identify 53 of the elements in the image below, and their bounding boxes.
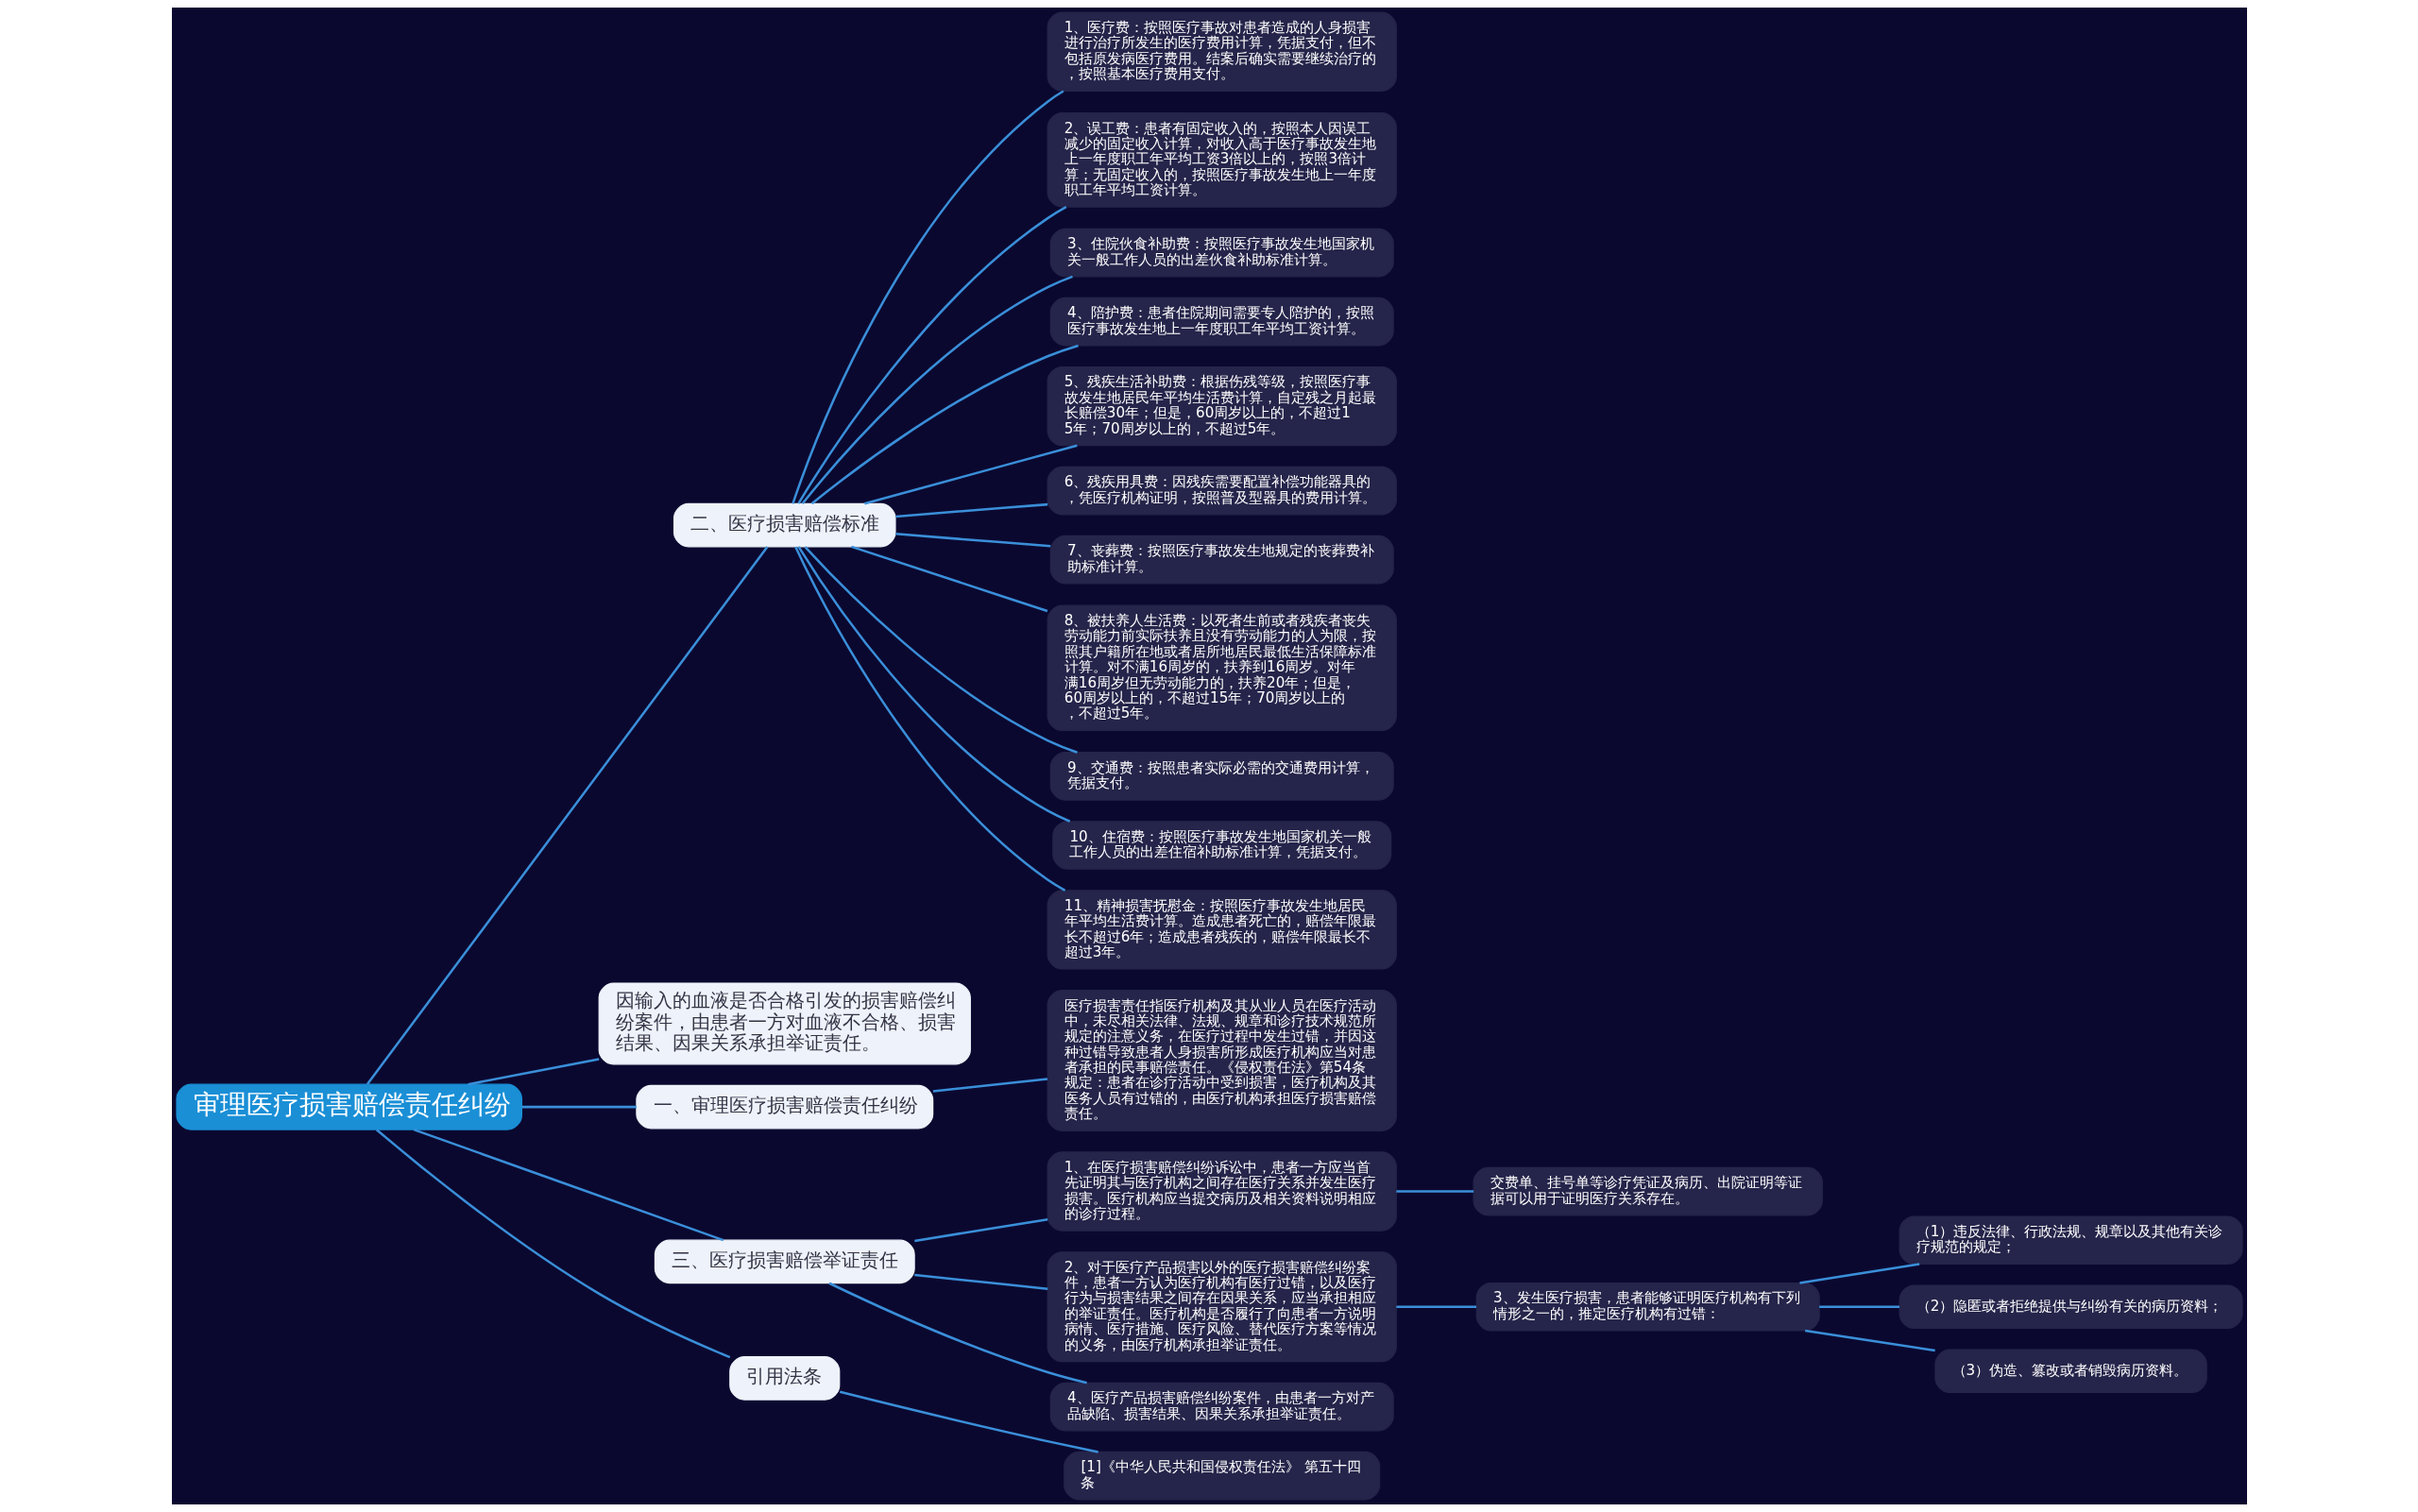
connector	[793, 546, 1065, 892]
node-box: 二、医疗损害赔偿标准	[673, 502, 896, 548]
connector	[932, 1078, 1047, 1093]
connector	[1395, 1305, 1476, 1308]
node-box: 6、残疾用具费：因残疾需要配置补偿功能器具的，凭医疗机构证明，按照普及型器具的费用计算。	[1047, 466, 1397, 516]
node-box: 3、住院伙食补助费：按照医疗事故发生地国家机关一般工作人员的出差伙食补助标准计算。	[1049, 228, 1394, 278]
connector	[1818, 1305, 1899, 1308]
node-box: 因输入的血液是否合格引发的损害赔偿纠纷案件，由患者一方对血液不合格、损害结果、因果关系承担举证责任。	[598, 982, 971, 1065]
node-box: 3、发生医疗损害，患者能够证明医疗机构有下列情形之一的，推定医疗机构有过错：	[1475, 1282, 1820, 1332]
node-box: 4、医疗产品损害赔偿纠纷案件，由患者一方对产品缺陷、损害结果、因果关系承担举证责任。	[1049, 1382, 1394, 1432]
connector	[366, 546, 768, 1085]
node-box: 一、审理医疗损害赔偿责任纠纷	[635, 1084, 933, 1130]
connector	[894, 502, 1047, 518]
node-box: 2、误工费：患者有固定收入的，按照本人因误工减少的固定收入计算，对收入高于医疗事故发生地上一年度职工年平均工资3倍以上的，按照3倍计算；无固定收入的，按照医疗事故发生地上一年度职工年平均工资计算。	[1047, 112, 1397, 208]
connector	[827, 1282, 1087, 1385]
node-box: 5、残疾生活补助费：根据伤残等级，按照医疗事故发生地居民年平均生活费计算，自定残之月起最长赔偿30年；但是，60周岁以上的，不超过15年；70周岁以上的，不超过5年。	[1047, 365, 1397, 447]
node-box: 1、医疗费：按照医疗事故对患者造成的人身损害进行治疗所发生的医疗费用计算，凭据支付，但不包括原发病医疗费用。结案后确实需要继续治疗的，按照基本医疗费用支付。	[1047, 11, 1397, 92]
connector	[796, 546, 1070, 823]
node-box: 三、医疗损害赔偿举证责任	[654, 1239, 915, 1284]
connector	[1798, 1263, 1919, 1284]
connector	[467, 1058, 599, 1086]
connector	[791, 90, 1064, 504]
connector	[850, 545, 1047, 613]
connector	[810, 344, 1079, 505]
node-box: 1、在医疗损害赔偿纠纷诉讼中，患者一方应当首先证明其与医疗机构之间存在医疗关系并发生医疗损害。医疗机构应当提交病历及相关资料说明相应的诊疗过程。	[1047, 1151, 1397, 1232]
node-box: 2、对于医疗产品损害以外的医疗损害赔偿纠纷案件，患者一方认为医疗机构有医疗过错，以及医疗行为与损害结果之间存在因果关系，应当承担相应的举证责任。医疗机构是否履行了向患者一方说明病情、医疗措施、医疗风险、替代医疗方案等情况的义务，由医疗机构承担举证责任。	[1047, 1251, 1397, 1363]
node-box: 11、精神损害抚慰金：按照医疗事故发生地居民年平均生活费计算。造成患者死亡的，赔偿年限最长不超过6年；造成患者残疾的，赔偿年限最长不超过3年。	[1047, 890, 1397, 970]
connector	[839, 1390, 1098, 1453]
connector	[1395, 1190, 1473, 1193]
node-box: 医疗损害责任指医疗机构及其从业人员在医疗活动中，未尽相关法律、法规、规章和诊疗技术规范所规定的注意义务，在医疗过程中发生过错，并因这种过错导致患者人身损害所形成医疗机构应当对患者承担的民事赔偿责任。《侵权责任法》第54条规定：患者在诊疗活动中受到损害，医疗机构及其医务人员有过错的，由医疗机构承担医疗损害赔偿责任。	[1047, 990, 1397, 1131]
connector	[894, 533, 1050, 548]
node-box: （2）隐匿或者拒绝提供与纠纷有关的病历资料；	[1899, 1284, 2243, 1330]
connector	[375, 1129, 730, 1359]
node-box: 4、陪护费：患者住院期间需要专人陪护的，按照医疗事故发生地上一年度职工年平均工资计算。	[1049, 297, 1394, 347]
node-box: 10、住宿费：按照医疗事故发生地国家机关一般工作人员的出差住宿补助标准计算，凭据支付。	[1051, 821, 1391, 870]
node-box: （1）违反法律、行政法规、规章以及其他有关诊疗规范的规定；	[1899, 1215, 2243, 1266]
node-box: 引用法条	[728, 1356, 840, 1401]
node-box: 7、丧葬费：按照医疗事故发生地规定的丧葬费补助标准计算。	[1049, 535, 1394, 585]
connector	[1804, 1329, 1935, 1352]
connector	[863, 444, 1078, 505]
connector	[413, 1128, 724, 1242]
connector	[796, 206, 1066, 504]
connector	[804, 546, 1078, 754]
connector	[521, 1105, 637, 1109]
node-box: （3）伪造、篡改或者销毁病历资料。	[1933, 1349, 2207, 1394]
connector	[801, 275, 1073, 505]
connector	[913, 1273, 1047, 1290]
node-box: 9、交通费：按照患者实际必需的交通费用计算，凭据支付。	[1049, 752, 1394, 801]
node-box: 审理医疗损害赔偿责任纠纷	[175, 1083, 522, 1130]
connector	[913, 1217, 1047, 1243]
node-box: 交费单、挂号单等诊疗凭证及病历、出院证明等证据可以用于证明医疗关系存在。	[1473, 1166, 1823, 1216]
node-box: 8、被扶养人生活费：以死者生前或者残疾者丧失劳动能力前实际扶养且没有劳动能力的人为限，按照其户籍所在地或者居所地居民最低生活保障标准计算。对不满16周岁的，扶养到16周岁。对年满16周岁但无劳动能力的，扶养20年；但是，60周岁以上的，不超过15年；70周岁以上的，不超过5年。	[1047, 604, 1397, 732]
node-box: [1]《中华人民共和国侵权责任法》 第五十四条	[1063, 1451, 1380, 1501]
